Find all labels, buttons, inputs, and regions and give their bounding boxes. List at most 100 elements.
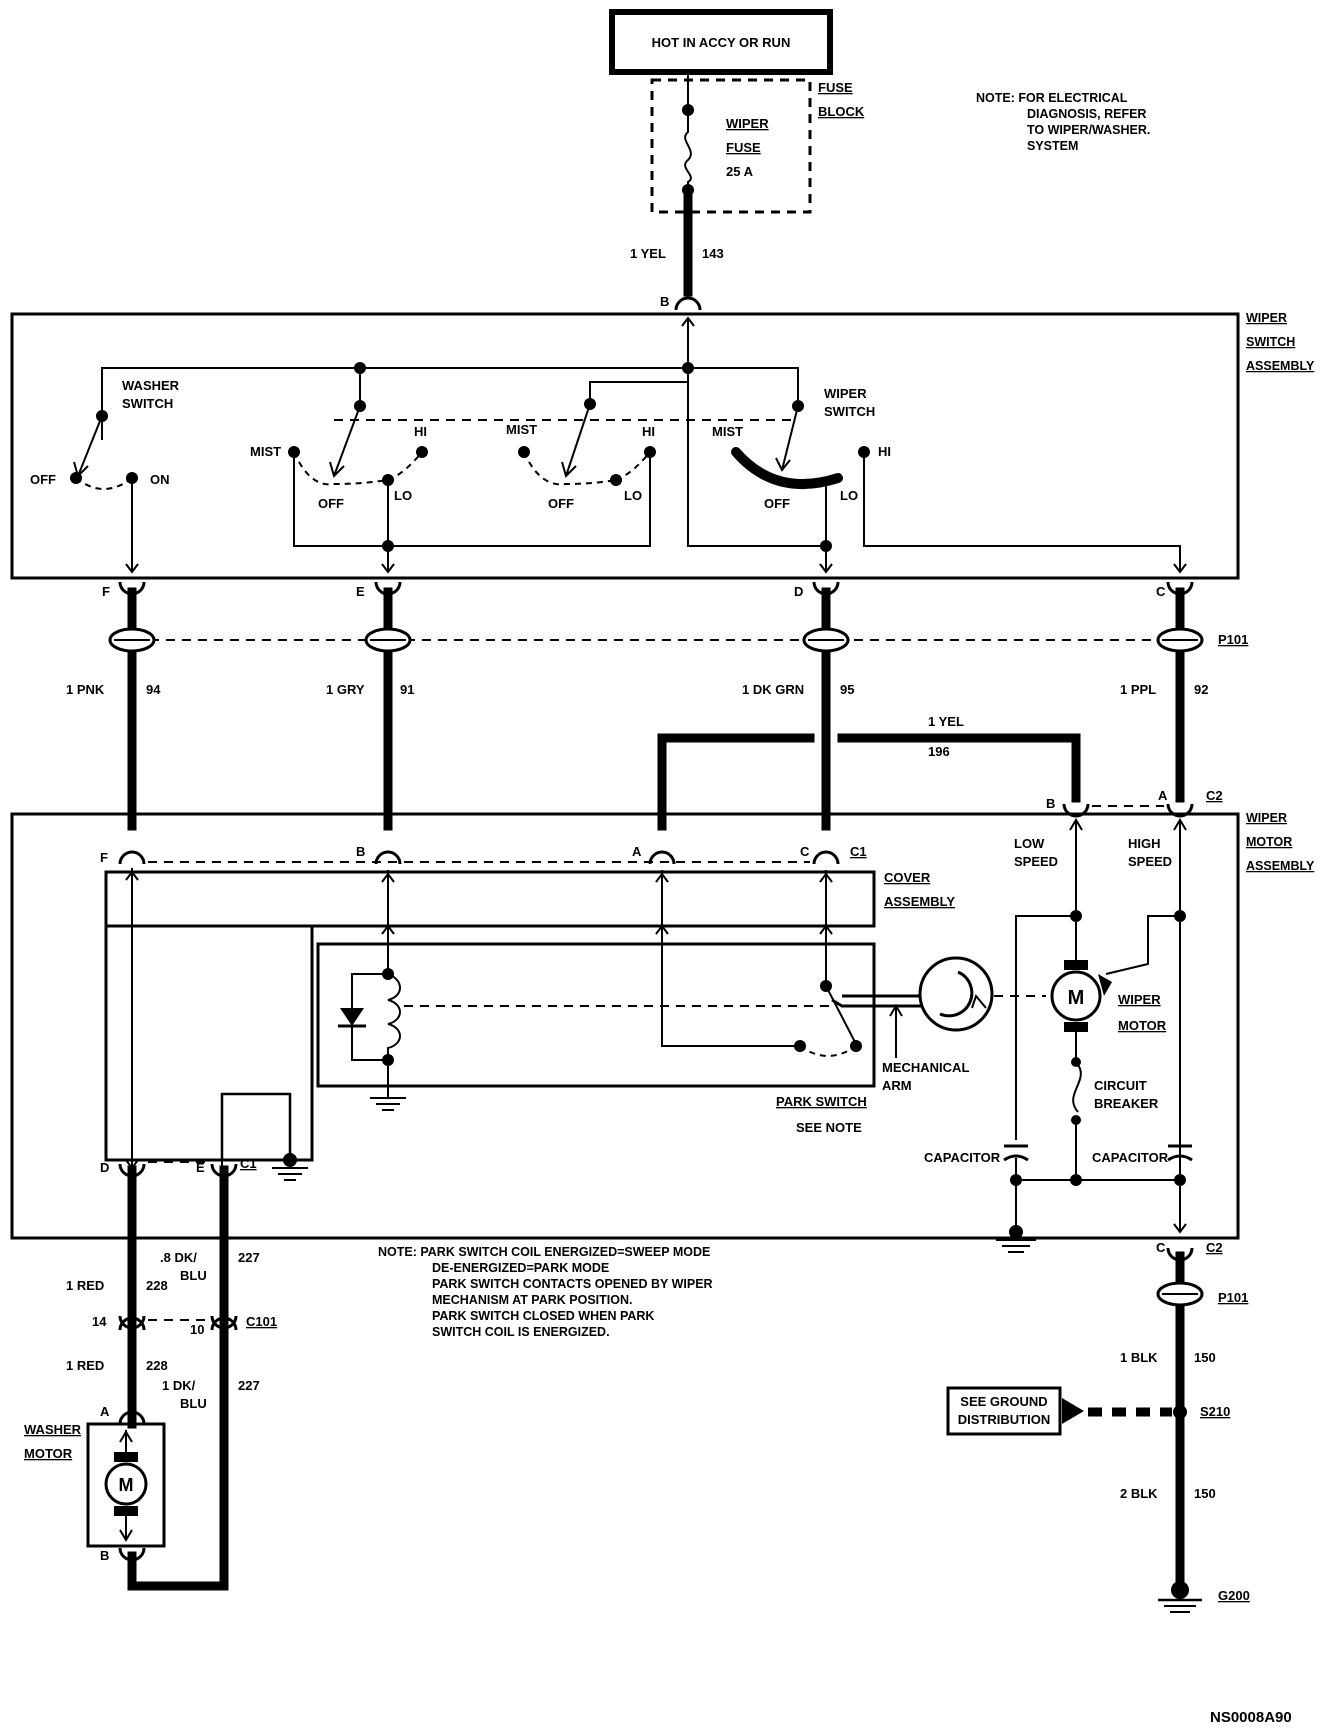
connector-b-cup (674, 296, 702, 311)
c1-label-bottom: C1 (240, 1156, 257, 1171)
note-park-5: PARK SWITCH CLOSED WHEN PARK (432, 1309, 654, 1323)
wiper-switch-assembly-title-2: SWITCH (1246, 335, 1295, 349)
switch2-off: OFF (548, 496, 574, 511)
wiper-switch-assembly-title-3: ASSEMBLY (1246, 359, 1315, 373)
p101-label: P101 (1218, 632, 1248, 647)
diode-icon (340, 1008, 364, 1026)
fuse-block-label-2: BLOCK (818, 104, 865, 119)
wiper-motor-icon (1050, 970, 1102, 1022)
wire228-circuit-top: 228 (146, 1278, 168, 1293)
switch-pin-d: D (794, 584, 803, 599)
switch3-hi: HI (878, 444, 891, 459)
feed-wire-color: 1 YEL (630, 246, 666, 261)
washer-motor-symbol: M (119, 1475, 134, 1495)
note-top-4: SYSTEM (1027, 139, 1078, 153)
fuse-element-icon (684, 110, 692, 190)
switch-pin-e: E (356, 584, 365, 599)
park-switch-label: PARK SWITCH (776, 1094, 867, 1109)
wiper-switch-assembly-title: WIPER (1246, 311, 1287, 325)
power-source-box (609, 9, 833, 75)
note-park-6: SWITCH COIL IS ENERGIZED. (432, 1325, 610, 1339)
washer-motor-icon (104, 1462, 148, 1506)
low-speed-label: LOW (1014, 836, 1045, 851)
c1-pin-c: C (800, 844, 810, 859)
wiper-motor-label-2: MOTOR (1118, 1018, 1167, 1033)
low-speed-label-2: SPEED (1014, 854, 1058, 869)
switch1-hi: HI (414, 424, 427, 439)
switch1-off: OFF (318, 496, 344, 511)
feed-pin-b: B (660, 294, 669, 309)
c1-label-top: C1 (850, 844, 867, 859)
c1-pin-d: D (100, 1160, 109, 1175)
switch2-lo: LO (624, 488, 642, 503)
c1-pin-f: F (100, 850, 108, 865)
capacitor-right-label: CAPACITOR (1092, 1150, 1169, 1165)
splice-s210-label: S210 (1200, 1404, 1230, 1419)
wiper-motor-assembly-box (10, 812, 1240, 1240)
wire150-color-2: 2 BLK (1120, 1486, 1158, 1501)
washer-pin-b: B (100, 1548, 109, 1563)
high-speed-label: HIGH (1128, 836, 1161, 851)
high-speed-label-2: SPEED (1128, 854, 1172, 869)
note-top-1: NOTE: FOR ELECTRICAL (976, 91, 1128, 105)
cover-assembly-label-2: ASSEMBLY (884, 894, 955, 909)
wire150-color-1: 1 BLK (1120, 1350, 1158, 1365)
wire228-circuit-bot: 228 (146, 1358, 168, 1373)
washer-motor-label: WASHER (24, 1422, 82, 1437)
c2-pin-b: B (1046, 796, 1055, 811)
note-park-2: DE-ENERGIZED=PARK MODE (432, 1261, 609, 1275)
capacitor-left-icon (1003, 1144, 1029, 1162)
p101-connector (108, 627, 1204, 653)
washer-pin-a: A (100, 1404, 110, 1419)
note-top-2: DIAGNOSIS, REFER (1027, 107, 1146, 121)
c1-pin-b: B (356, 844, 365, 859)
wire196-color: 1 YEL (928, 714, 964, 729)
wire150-circuit-1: 150 (1194, 1350, 1216, 1365)
c101-pin-14: 14 (92, 1314, 107, 1329)
c101-pin-10: 10 (190, 1322, 204, 1337)
fuse-name: WIPER (726, 116, 769, 131)
washer-motor-label-2: MOTOR (24, 1446, 73, 1461)
p101-label-bottom: P101 (1218, 1290, 1248, 1305)
wiper-motor-assembly-title-3: ASSEMBLY (1246, 859, 1315, 873)
cover-assembly-box (104, 870, 876, 928)
wire228-color-top: 1 RED (66, 1278, 104, 1293)
note-park-1: NOTE: PARK SWITCH COIL ENERGIZED=SWEEP M… (378, 1245, 710, 1259)
note-top-3: TO WIPER/WASHER. (1027, 123, 1150, 137)
c101-label: C101 (246, 1314, 277, 1329)
fuse-name-2: FUSE (726, 140, 761, 155)
c2-label-top: C2 (1206, 788, 1223, 803)
ground-icon-relay (370, 1097, 406, 1111)
wire95-color: 1 DK GRN (742, 682, 804, 697)
wire227-circuit-top: 227 (238, 1250, 260, 1265)
circuit-breaker-label-2: BREAKER (1094, 1096, 1159, 1111)
switch3-off: OFF (764, 496, 790, 511)
see-ground-label: SEE GROUND (960, 1394, 1047, 1409)
feed-wire-circuit: 143 (702, 246, 724, 261)
washer-motor-box (86, 1422, 166, 1548)
wire228-color-bot: 1 RED (66, 1358, 104, 1373)
c1-pin-a: A (632, 844, 642, 859)
switch-pin-c: C (1156, 584, 1166, 599)
see-ground-box[interactable] (946, 1386, 1062, 1436)
wire91-color: 1 GRY (326, 682, 365, 697)
wiper-motor-symbol: M (1068, 987, 1085, 1009)
wire92-circuit: 92 (1194, 682, 1208, 697)
c2-pin-a: A (1158, 788, 1168, 803)
mechanical-arm-label: MECHANICAL (882, 1060, 969, 1075)
washer-switch-label-2: SWITCH (122, 396, 173, 411)
cover-assembly-label: COVER (884, 870, 931, 885)
wire227-color-top-2: BLU (180, 1268, 207, 1283)
wire227-color-bot-2: BLU (180, 1396, 207, 1411)
fuse-rating: 25 A (726, 164, 754, 179)
wire95-circuit: 95 (840, 682, 854, 697)
switch3-mist: MIST (712, 424, 743, 439)
wiper-switch-assembly-box (10, 312, 1240, 580)
switch1-lo: LO (394, 488, 412, 503)
wire91-circuit: 91 (400, 682, 414, 697)
wire196-circuit: 196 (928, 744, 950, 759)
wiper-switch-label: WIPER (824, 386, 867, 401)
switch3-lo: LO (840, 488, 858, 503)
wire227-circuit-bot: 227 (238, 1378, 260, 1393)
